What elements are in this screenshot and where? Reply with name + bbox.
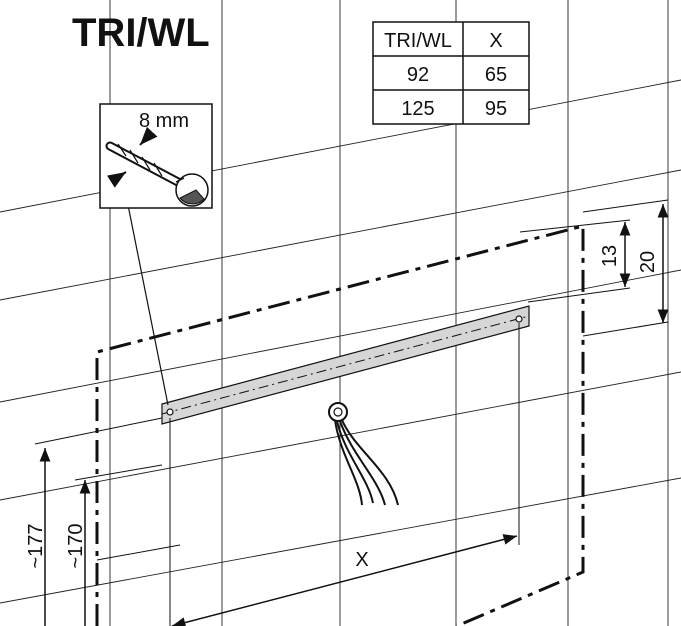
- drill-callout: 8 mm: [99, 103, 213, 209]
- page-title: TRI/WL: [72, 11, 210, 55]
- drill-leader-line: [127, 204, 169, 406]
- table-header-x: X: [489, 30, 502, 52]
- x-dimension: [169, 323, 520, 626]
- drill-arrow-bottom: [106, 171, 127, 188]
- table-cell: 65: [485, 64, 507, 86]
- table-cell: 95: [485, 98, 507, 120]
- dimension-177-label: ~177: [25, 523, 47, 568]
- dimension-x-label: X: [355, 549, 368, 571]
- bracket-centerline: [161, 315, 530, 415]
- table-cell: 92: [407, 64, 429, 86]
- table-header-tri-wl: TRI/WL: [384, 30, 452, 52]
- cable-outlet: [328, 402, 399, 506]
- table-cell: 125: [401, 98, 434, 120]
- spec-table: TRI/WL X 92 65 125 95: [372, 21, 530, 125]
- drill-arrow-top: [139, 126, 158, 146]
- dimension-arrow-x: [171, 534, 518, 626]
- drill-bit-icon: [105, 141, 209, 207]
- dimension-20-label: 20: [637, 251, 659, 273]
- dimension-13-label: 13: [599, 245, 621, 267]
- appliance-outline: [95, 224, 585, 626]
- extension-lines-left: [34, 417, 181, 561]
- bracket-hole-left: [166, 408, 174, 416]
- drill-size-label: 8 mm: [139, 110, 189, 132]
- bracket-hole-right: [515, 315, 523, 323]
- dimension-170-label: ~170: [65, 523, 87, 568]
- extension-lines-right: [519, 199, 669, 337]
